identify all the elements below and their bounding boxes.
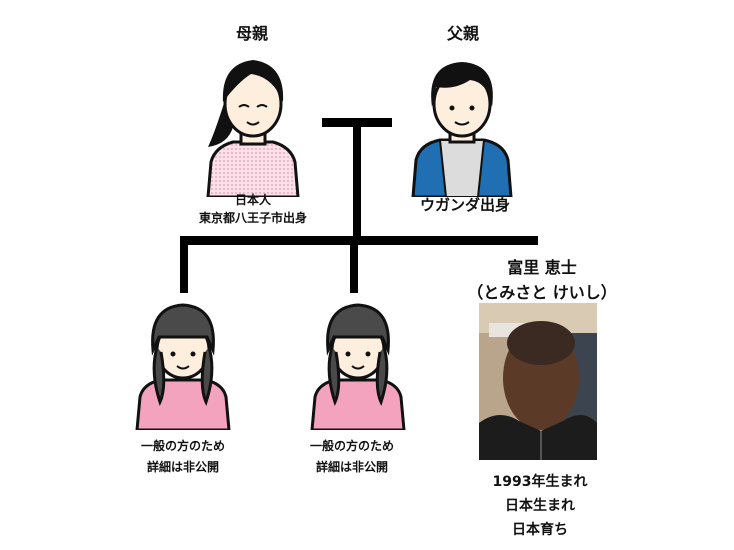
father-origin: ウガンダ出身: [419, 196, 511, 214]
child-2-note-line2: 詳細は非公開: [315, 460, 389, 474]
child-2-note-line1: 一般の方のため: [309, 439, 395, 453]
woman-avatar-icon: [206, 60, 300, 197]
girl-avatar-icon: [310, 303, 406, 430]
mother-birthplace: 東京都八王子市出身: [198, 211, 308, 225]
descent-line: [353, 118, 361, 245]
man-avatar-icon: [411, 62, 513, 197]
subject-reading: （とみさと けいし）: [467, 283, 617, 302]
mother-nationality: 日本人: [234, 193, 272, 207]
subject-birthplace: 日本生まれ: [505, 498, 575, 514]
mother-title: 母親: [235, 24, 269, 43]
child-1-connector: [180, 236, 188, 293]
sibling-line: [180, 236, 538, 245]
subject-birth-year: 1993年生まれ: [492, 474, 588, 490]
child-1-note-line2: 詳細は非公開: [146, 460, 220, 474]
subject-raised: 日本育ち: [512, 522, 568, 538]
father-title: 父親: [446, 24, 480, 43]
subject-photo: [479, 303, 597, 460]
child-1-note-line1: 一般の方のため: [140, 439, 226, 453]
subject-name: 富里 恵士: [507, 258, 577, 277]
child-2-connector: [350, 236, 358, 293]
girl-avatar-icon: [135, 303, 231, 430]
